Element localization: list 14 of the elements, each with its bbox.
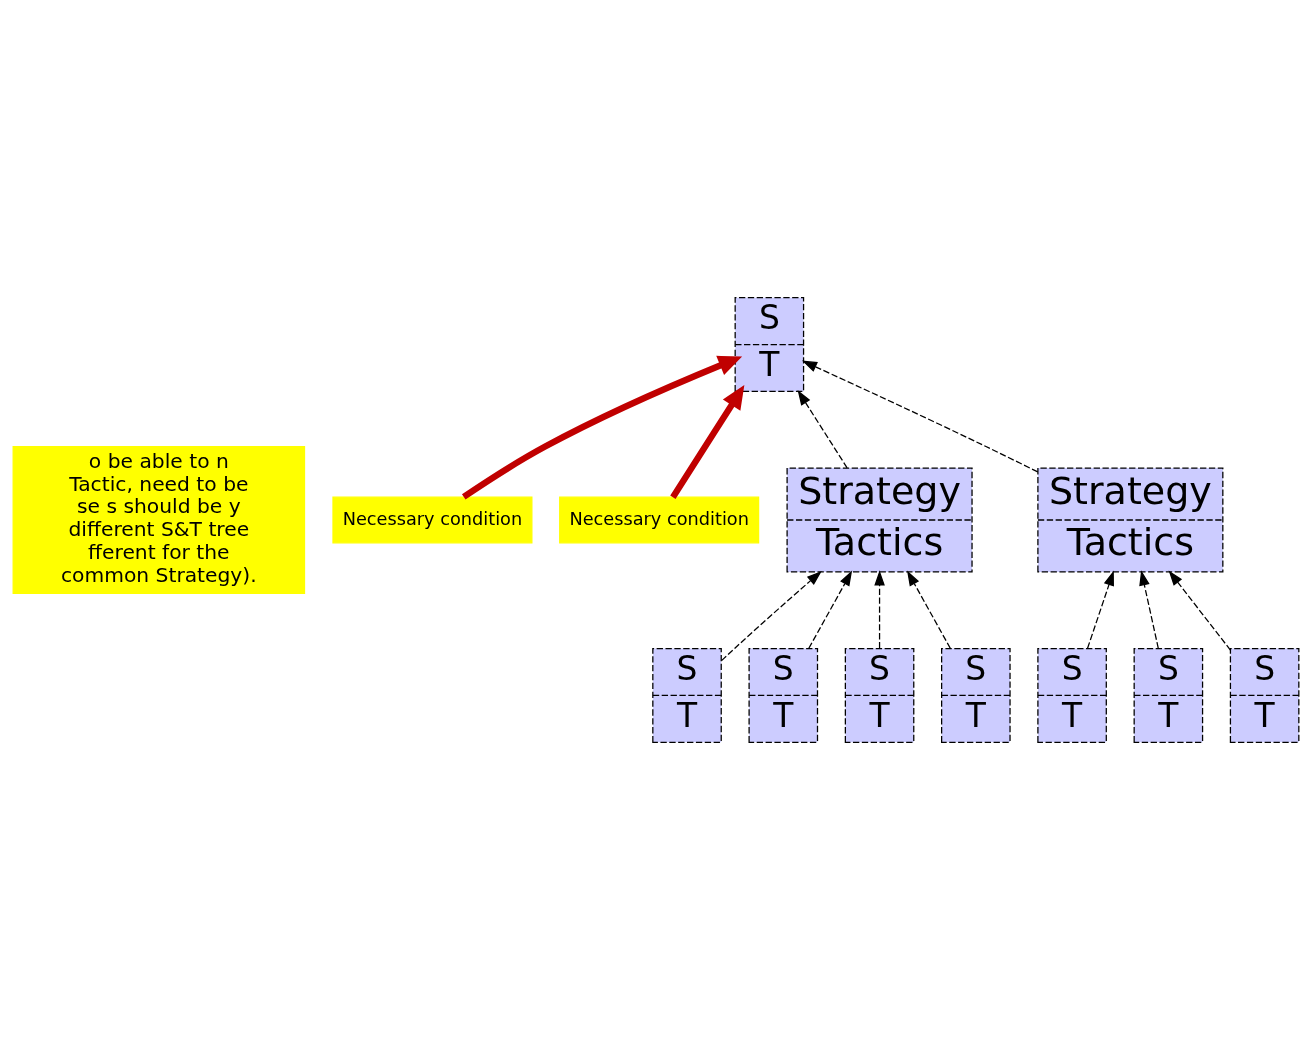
node-box: Necessary condition — [559, 496, 760, 543]
node-box: o be able to n Tactic, need to be se s should be y different S&T tree fferent for the common Strategy). — [12, 445, 306, 594]
arrow — [797, 389, 848, 468]
arrow — [907, 570, 951, 649]
arrow — [808, 570, 853, 649]
arrow — [1086, 569, 1114, 649]
arrow — [874, 569, 885, 649]
arrow — [720, 570, 822, 661]
arrow — [462, 355, 743, 500]
arrow — [801, 360, 1039, 473]
node-box: Necessary condition — [332, 496, 533, 543]
arrow — [670, 384, 745, 499]
arrow — [1139, 569, 1159, 649]
arrow — [1168, 570, 1232, 651]
